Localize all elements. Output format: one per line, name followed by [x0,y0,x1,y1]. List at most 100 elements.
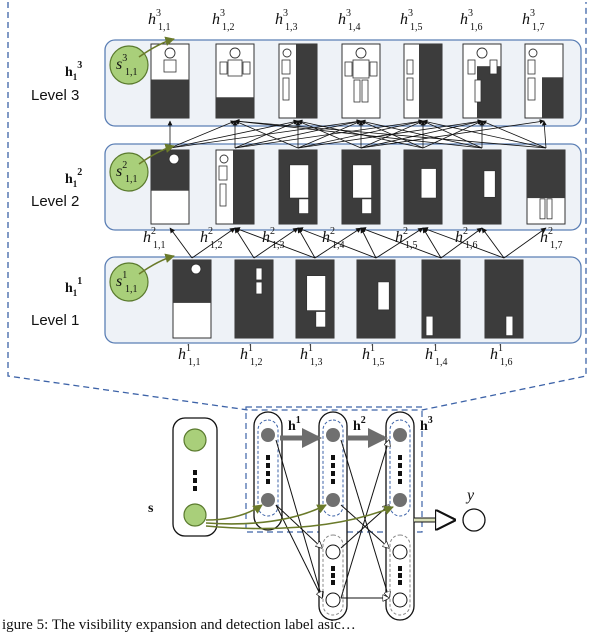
level3-top-label-3-sub: 1,3 [285,22,298,33]
arrow-l1-l2-10 [422,227,442,259]
hidden-dot-1-0 [266,455,270,460]
level1-cell-1 [172,259,212,339]
arrow-l2-l3-8 [234,120,299,149]
level3-top-label-4-sub: 1,4 [348,22,361,33]
level1-bottom-label-5-sub: 1,4 [435,357,448,368]
level1-bottom-label-3-base: h [300,346,308,363]
level3-cell-3 [278,43,318,119]
level1-cell-5 [421,259,461,339]
arrow-l1-l2-0 [169,227,193,259]
level1-bottom-label-5-base: h [425,346,433,363]
hidden-node-top-1 [261,428,275,442]
input-node-top [183,428,207,452]
level2-bottom-label-7-sup: 2 [548,226,553,237]
level2-cell-4-inner-b [361,198,373,215]
level-vector-sup-3: 3 [77,60,82,71]
level-vector-label-1: h11 [65,276,82,298]
level1-bottom-label-2-sub: 1,2 [250,357,263,368]
input-label: s [148,501,154,516]
level3-cell-7-head [528,48,538,58]
input-arrow-h1 [205,504,263,521]
visible-group-2 [322,419,344,517]
arrow-l1-l2-12 [360,227,442,259]
level2-bottom-label-3-sub: 1,3 [272,240,285,251]
invisible-node-top-3 [392,544,408,560]
level1-bottom-label-1-sup: 1 [186,343,191,354]
hidden-dot-3-3 [398,479,402,484]
output-node [462,508,486,532]
level3-cell-2 [215,43,255,119]
level2-bottom-label-4-sup: 2 [330,226,335,237]
arrow-l2-l3-13 [297,120,362,149]
state-node-level1 [109,262,149,302]
layer-label-3: h3 [420,415,433,434]
visible-group-1 [257,419,279,517]
hidden-node-bottom-3 [393,493,407,507]
arrow-l1-l2-15 [422,227,505,259]
state-arrow-level2 [138,143,175,165]
level1-bottom-label-3-sup: 1 [308,343,313,354]
hidden-dot-2-0 [331,455,335,460]
level1-bottom-label-4-sub: 1,5 [372,357,385,368]
level3-cell-1-dark [151,79,189,118]
level2-bottom-label-2-base: h [200,229,208,246]
level2-bottom-label-5-sup: 2 [403,226,408,237]
level3-cell-5-arm [406,59,414,75]
state-label-level2-sup: 2 [122,160,127,171]
invisible-dot-3-2 [398,580,402,585]
level3-cell-4-head [355,47,367,59]
state-arrow-level3 [138,36,175,58]
level2-cell-7 [526,149,566,225]
level3-cell-5 [403,43,443,119]
hidden-dot-2-3 [331,479,335,484]
level2-cell-7-leg-l [539,198,546,220]
input-arrow-h3 [205,505,394,530]
level3-cell-3-body [281,59,291,75]
level3-top-label-1-base: h [148,11,156,28]
level3-top-label-2-base: h [212,11,220,28]
level3-cell-4 [341,43,381,119]
level1-bottom-label-1-base: h [178,346,186,363]
level2-bottom-label-3-sup: 2 [270,226,275,237]
invisible-dot-2-0 [331,566,335,571]
level-vector-label-3: h13 [65,60,82,82]
level3-cell-1-head [164,47,176,59]
arrow-l2-l3-27 [541,120,547,149]
level3-top-label-5-base: h [400,11,408,28]
level-vector-sub-3: 1 [73,72,78,82]
state-label-level3-base: s [116,56,122,73]
level3-top-label-5-sup: 3 [408,8,413,19]
layer-label-sup-2: 2 [361,415,366,426]
level2-bottom-label-6-sub: 1,6 [465,240,478,251]
level2-bottom-label-7-sub: 1,7 [550,240,563,251]
level3-top-label-2-sup: 3 [220,8,225,19]
level3-cell-5-leg [406,77,414,101]
level2-cell-7-leg-r [546,198,553,220]
arrow-l2-l3-23 [422,120,483,149]
level2-cell-6-gap [483,170,496,198]
level3-cell-6-head [476,47,488,59]
level1-bottom-label-2-sup: 1 [248,343,253,354]
level3-cell-2-arm-r [242,61,251,75]
hidden-dot-3-2 [398,471,402,476]
level2-bottom-label-1-sub: 1,1 [153,240,166,251]
level2-cell-5-gap [420,168,437,199]
hidden-dot-3-1 [398,463,402,468]
layer-label-sup-1: 1 [296,415,301,426]
hidden-group-3 [389,534,411,616]
arrow-l2-l3-26 [481,120,547,149]
input-dot-2 [193,486,197,491]
level1-bottom-label-1-sub: 1,1 [188,357,201,368]
level3-cell-1-body [163,59,177,73]
level3-cell-6-arm-r [489,59,498,75]
level1-cell-3-inner-a [306,275,327,312]
hidden-node-bottom-1 [261,493,275,507]
